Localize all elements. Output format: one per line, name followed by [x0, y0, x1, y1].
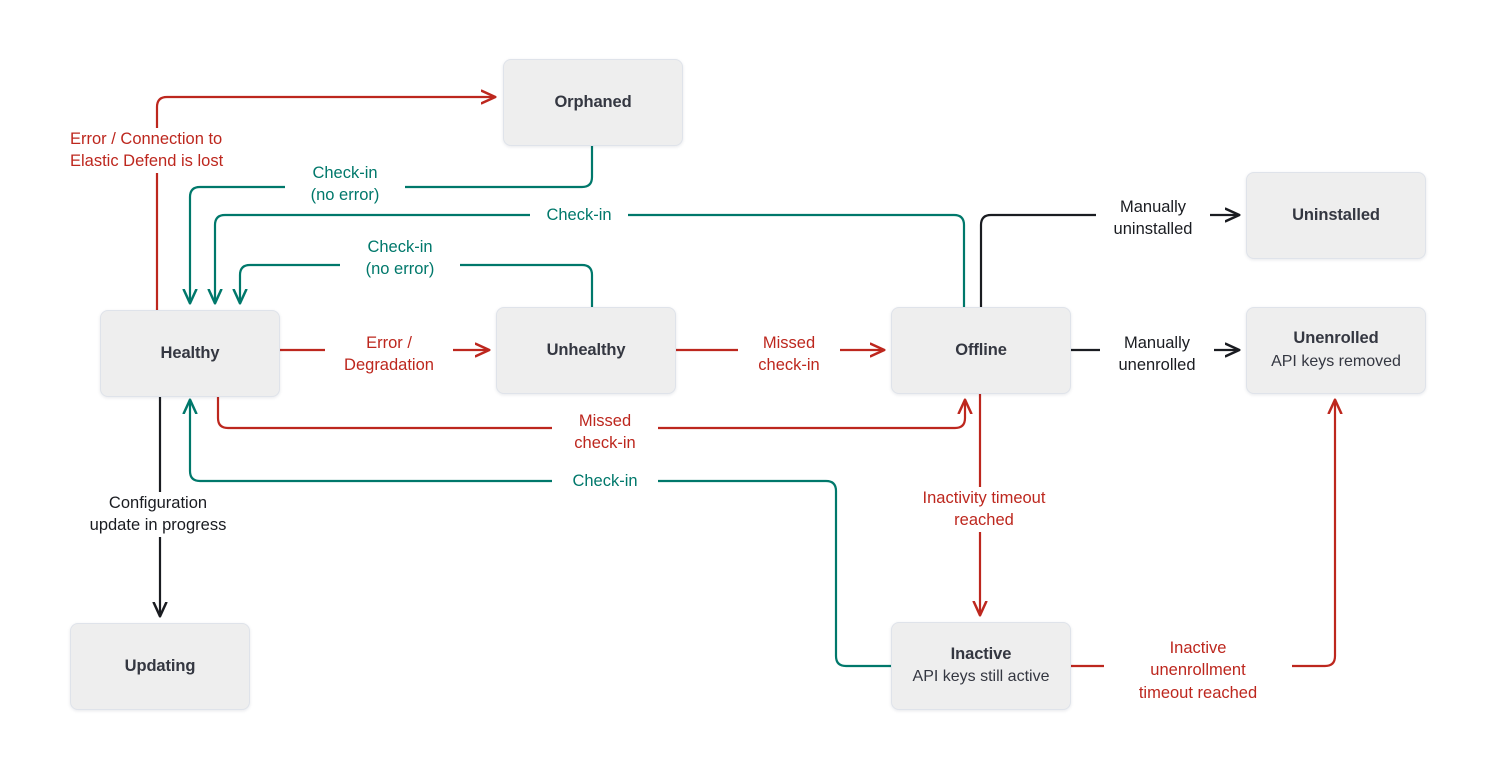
node-updating-title: Updating: [124, 657, 196, 676]
edge-label-offline-to-unenrolled: Manually unenrolled: [1100, 332, 1214, 377]
node-orphaned-title: Orphaned: [554, 93, 632, 112]
node-healthy-title: Healthy: [160, 344, 220, 363]
edge-label-offline-to-inactive: Inactivity timeout reached: [890, 487, 1078, 532]
edge-label-offline-to-uninstalled: Manually uninstalled: [1096, 196, 1210, 241]
node-inactive-subtitle: API keys still active: [912, 668, 1050, 686]
node-uninstalled-title: Uninstalled: [1292, 206, 1380, 225]
connector-inactive-to-healthy: [190, 400, 891, 668]
edge-label-orphaned-to-healthy: Check-in (no error): [285, 162, 405, 207]
node-orphaned[interactable]: Orphaned: [503, 59, 683, 146]
node-offline-title: Offline: [955, 341, 1007, 360]
node-updating[interactable]: Updating: [70, 623, 250, 710]
node-uninstalled[interactable]: Uninstalled: [1246, 172, 1426, 259]
node-healthy[interactable]: Healthy: [100, 310, 280, 397]
edge-label-healthy-to-offline: Missed check-in: [552, 410, 658, 455]
node-offline[interactable]: Offline: [891, 307, 1071, 394]
edge-label-healthy-to-orphaned: Error / Connection to Elastic Defend is …: [66, 128, 324, 173]
edge-label-inactive-to-healthy: Check-in: [552, 470, 658, 493]
edge-label-inactive-to-unenrolled: Inactive unenrollment timeout reached: [1104, 637, 1292, 704]
node-unhealthy-title: Unhealthy: [546, 341, 626, 360]
node-unenrolled[interactable]: Unenrolled API keys removed: [1246, 307, 1426, 394]
edge-label-offline-to-healthy: Check-in: [530, 204, 628, 227]
node-unhealthy[interactable]: Unhealthy: [496, 307, 676, 394]
connector-healthy-to-orphaned: [155, 97, 495, 310]
connector-inactive-to-unenrolled: [1071, 400, 1335, 668]
connector-offline-to-uninstalled: [979, 215, 1239, 307]
node-inactive[interactable]: Inactive API keys still active: [891, 622, 1071, 710]
edge-label-unhealthy-to-healthy: Check-in (no error): [340, 236, 460, 281]
edge-label-unhealthy-to-offline: Missed check-in: [738, 332, 840, 377]
node-inactive-title: Inactive: [950, 644, 1012, 663]
edge-label-healthy-to-unhealthy: Error / Degradation: [325, 332, 453, 377]
node-unenrolled-subtitle: API keys removed: [1271, 352, 1401, 370]
edge-label-healthy-to-updating: Configuration update in progress: [62, 492, 254, 537]
node-unenrolled-title: Unenrolled: [1293, 329, 1379, 348]
connector-offline-to-healthy: [215, 213, 966, 307]
